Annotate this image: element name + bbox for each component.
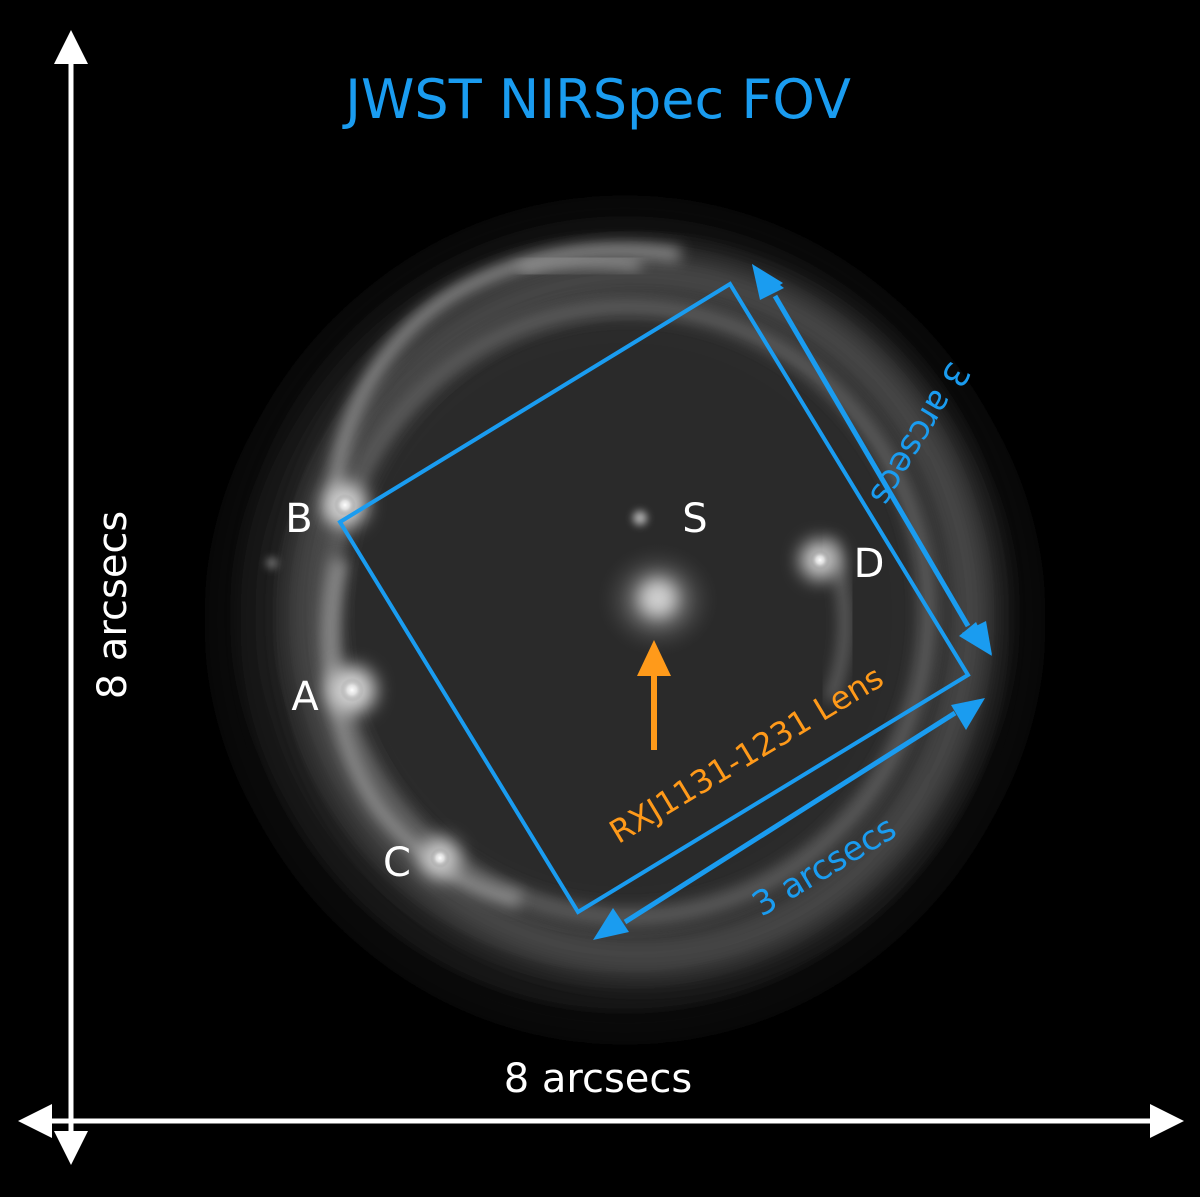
image-label-s: S <box>682 496 707 542</box>
image-label-b: B <box>285 496 312 542</box>
image-label-d: D <box>854 541 885 587</box>
horizontal-scale-arrowhead-right <box>1150 1104 1184 1138</box>
figure-title: JWST NIRSpec FOV <box>342 68 851 131</box>
image-c-source <box>420 838 460 878</box>
image-label-a: A <box>291 674 319 720</box>
image-d-source <box>800 540 840 580</box>
fov-bottom-dimension-arrow <box>593 698 985 940</box>
nirspec-fov-square <box>337 281 971 915</box>
lensed-image-sources <box>266 483 840 878</box>
image-label-c: C <box>383 840 411 886</box>
image-a-source <box>328 666 376 714</box>
lens-pointer-arrow <box>637 640 671 750</box>
horizontal-axis-label: 8 arcsecs <box>504 1056 693 1102</box>
horizontal-scale-arrow <box>18 1104 1184 1138</box>
fov-right-dimension-arrow <box>752 264 992 656</box>
einstein-ring <box>290 243 990 975</box>
satellite-galaxy-s-source <box>633 511 647 525</box>
vertical-scale-arrow <box>54 30 88 1165</box>
faint-source <box>266 557 278 569</box>
image-b-source <box>323 483 367 527</box>
vertical-axis-label: 8 arcsecs <box>90 511 136 700</box>
lens-pointer-arrowhead <box>637 640 671 676</box>
vertical-scale-arrowhead-top <box>54 30 88 64</box>
horizontal-scale-arrowhead-left <box>18 1104 52 1138</box>
fov-bottom-arrowhead-right <box>951 698 985 730</box>
vertical-scale-arrowhead-bottom <box>54 1131 88 1165</box>
fov-bottom-arrowhead-left <box>593 908 629 940</box>
lens-galaxy-core <box>596 542 720 658</box>
